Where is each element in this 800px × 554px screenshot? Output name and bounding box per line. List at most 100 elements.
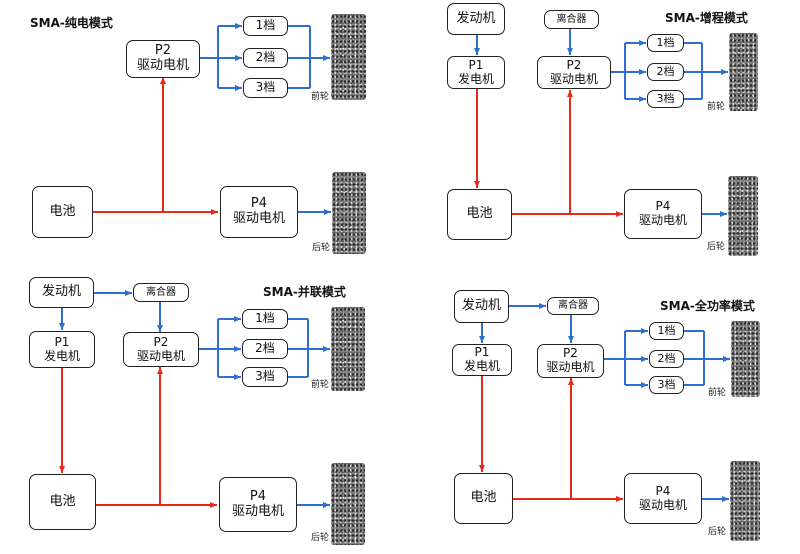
rear-wheel-icon [728, 176, 758, 256]
engine-label: 发动机 [461, 298, 501, 314]
clutch-box: 离合器 [547, 297, 599, 315]
p1-generator-box: P1 发电机 [447, 56, 505, 89]
p2-label: P2 驱动电机 [546, 346, 595, 374]
gear-3-box: 3档 [649, 376, 684, 394]
gear-2-label: 2档 [255, 341, 275, 356]
battery-box: 电池 [447, 189, 512, 240]
diagram-title: SMA-增程模式 [665, 11, 748, 25]
rear-wheel-icon [730, 461, 760, 541]
p2-drive-motor-box: P2 驱动电机 [537, 56, 611, 89]
p4-drive-motor-box: P4 驱动电机 [219, 477, 297, 532]
p4-drive-motor-box: P4 驱动电机 [624, 473, 702, 524]
gear-1-label: 1档 [657, 323, 676, 337]
diagram-title: SMA-全功率模式 [660, 299, 755, 313]
clutch-box: 离合器 [544, 10, 599, 29]
rear-wheel-icon [331, 463, 365, 545]
gear-2-label: 2档 [657, 351, 676, 365]
p4-drive-motor-box: P4 驱动电机 [624, 189, 702, 239]
p4-label: P4 驱动电机 [232, 196, 285, 226]
engine-label: 发动机 [41, 284, 81, 300]
front-wheel-icon [331, 14, 366, 100]
battery-label: 电池 [466, 206, 493, 222]
rear-wheel-label: 后轮 [707, 242, 726, 252]
connection-lines [474, 29, 728, 217]
gear-1-box: 1档 [243, 16, 288, 36]
p1-label: P1 发电机 [463, 345, 500, 373]
battery-label: 电池 [49, 203, 76, 219]
p2-drive-motor-box: P2 驱动电机 [123, 332, 199, 367]
clutch-label: 离合器 [556, 13, 587, 25]
gear-2-box: 2档 [242, 339, 288, 359]
gear-1-label: 1档 [656, 35, 675, 49]
battery-box: 电池 [29, 474, 96, 530]
gear-3-label: 3档 [255, 80, 276, 95]
gear-3-label: 3档 [657, 377, 676, 391]
front-wheel-label: 前轮 [311, 380, 330, 390]
gear-2-label: 2档 [656, 64, 675, 78]
p2-drive-motor-box: P2 驱动电机 [537, 344, 604, 378]
diagram-title: SMA-并联模式 [263, 285, 346, 299]
front-wheel-icon [331, 307, 365, 391]
electric-flow [93, 77, 218, 215]
p4-label: P4 驱动电机 [638, 199, 687, 227]
p1-label: P1 发电机 [457, 57, 494, 86]
gear-1-box: 1档 [647, 34, 684, 52]
engine-box: 发动机 [447, 3, 505, 35]
panel-full-power: SMA-全功率模式 发动机 离合器 P1 发电机 P2 驱动电机 1档 2档 3… [420, 277, 800, 554]
panel-parallel: SMA-并联模式 发动机 离合器 P1 发电机 P2 驱动电机 1档 2档 3档… [0, 277, 400, 554]
mechanical-flow [479, 303, 730, 502]
p2-label: P2 驱动电机 [549, 57, 598, 86]
gear-1-label: 1档 [255, 311, 275, 326]
rear-wheel-label: 后轮 [708, 527, 727, 537]
electric-flow [474, 89, 623, 217]
p1-generator-box: P1 发电机 [452, 344, 512, 376]
gear-3-box: 3档 [242, 367, 288, 387]
electric-flow [59, 367, 217, 508]
p1-label: P1 发电机 [43, 334, 80, 363]
battery-box: 电池 [32, 186, 93, 238]
rear-wheel-label: 后轮 [312, 243, 331, 253]
front-wheel-label: 前轮 [707, 102, 726, 112]
gear-3-label: 3档 [656, 91, 675, 105]
front-wheel-label: 前轮 [708, 388, 727, 398]
panel-range-extender: SMA-增程模式 发动机 离合器 P1 发电机 P2 驱动电机 1档 2档 3档… [420, 0, 800, 277]
clutch-label: 离合器 [146, 286, 176, 298]
gear-1-box: 1档 [242, 309, 288, 329]
front-wheel-label: 前轮 [311, 92, 330, 102]
engine-box: 发动机 [454, 290, 509, 323]
gear-1-box: 1档 [649, 322, 684, 340]
gear-2-label: 2档 [255, 50, 276, 65]
battery-label: 电池 [470, 490, 497, 506]
front-wheel-icon [729, 33, 758, 111]
panel-pure-electric: SMA-纯电模式 P2 驱动电机 1档 2档 3档 前轮 电池 P4 驱动电机 … [0, 0, 400, 277]
p2-label: P2 驱动电机 [136, 334, 185, 363]
battery-label: 电池 [49, 493, 76, 509]
mechanical-flow [474, 29, 728, 217]
gear-2-box: 2档 [649, 350, 684, 368]
connection-lines [59, 290, 330, 508]
p4-label: P4 驱动电机 [231, 488, 284, 519]
clutch-box: 离合器 [133, 283, 189, 302]
gear-1-label: 1档 [255, 18, 276, 33]
front-wheel-icon [731, 321, 760, 397]
mechanical-flow [59, 290, 330, 508]
mechanical-flow [200, 23, 331, 215]
rear-wheel-icon [332, 172, 366, 254]
gear-2-box: 2档 [243, 48, 288, 68]
p2-drive-motor-box: P2 驱动电机 [126, 40, 200, 78]
gear-3-box: 3档 [647, 90, 684, 108]
engine-box: 发动机 [29, 277, 94, 308]
p1-generator-box: P1 发电机 [29, 331, 95, 368]
gear-2-box: 2档 [647, 63, 684, 81]
gear-3-box: 3档 [243, 78, 288, 98]
connection-lines [479, 303, 730, 502]
engine-label: 发动机 [456, 10, 496, 26]
p4-label: P4 驱动电机 [638, 483, 687, 512]
electric-flow [479, 376, 623, 502]
rear-wheel-label: 后轮 [311, 533, 330, 543]
p2-label: P2 驱动电机 [136, 43, 189, 73]
clutch-label: 离合器 [558, 300, 588, 312]
connection-lines [93, 23, 331, 215]
battery-box: 电池 [454, 473, 513, 524]
diagram-title: SMA-纯电模式 [30, 16, 113, 30]
